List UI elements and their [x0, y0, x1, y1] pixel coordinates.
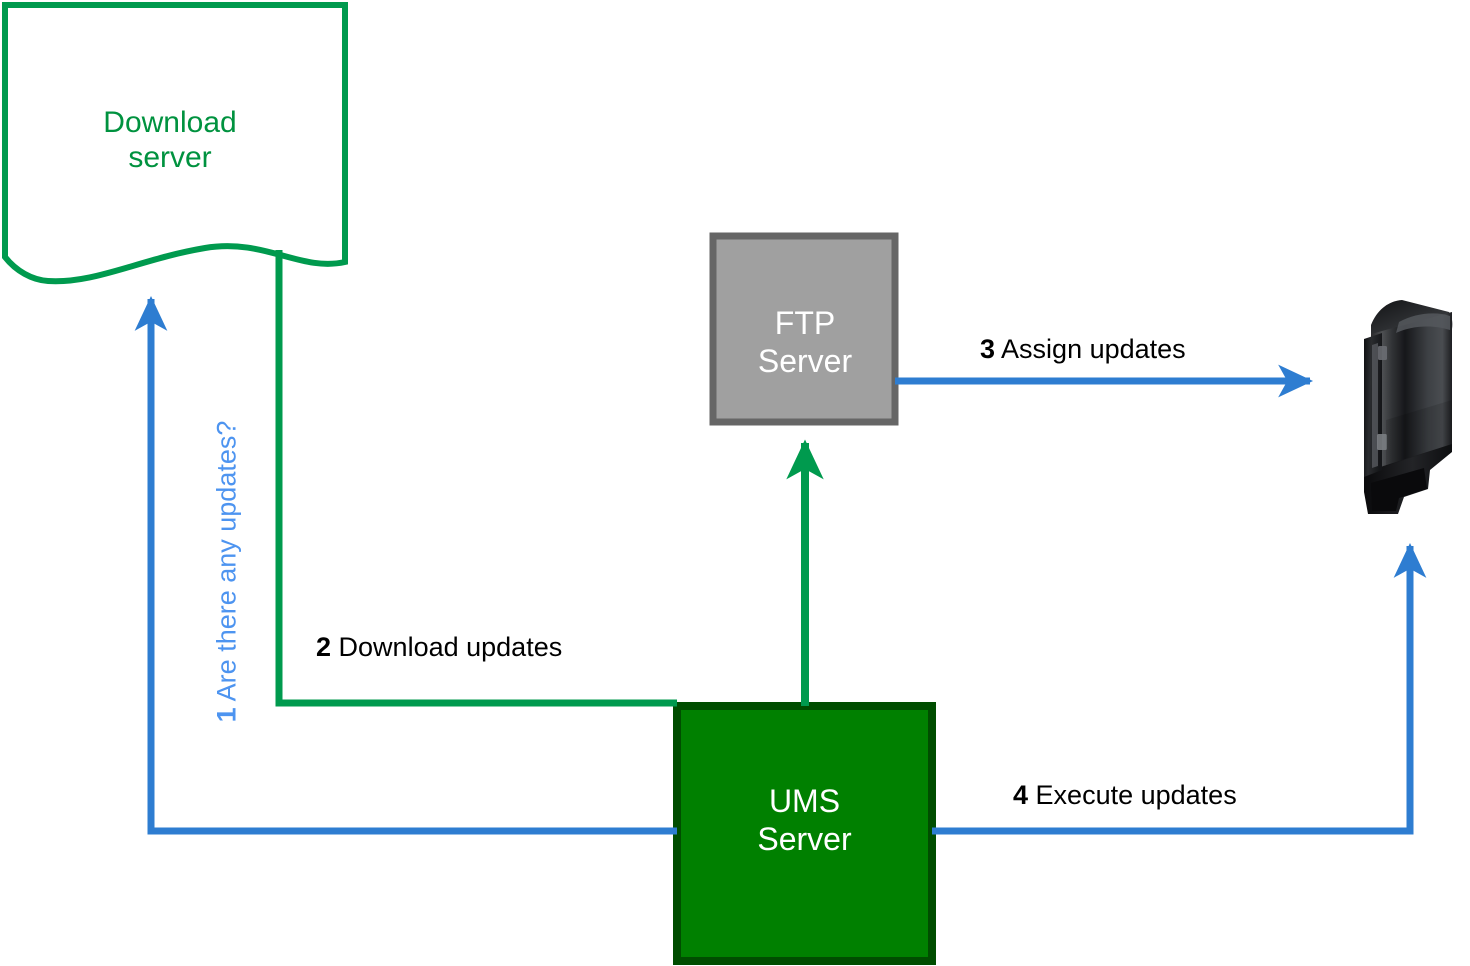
ftp-server-shape — [709, 232, 899, 426]
edge-3-step-number: 3 — [980, 334, 996, 364]
edge-label-are-there-any-updates: 1 Are there any updates? — [212, 402, 243, 742]
edge-label-execute-updates: 4 Execute updates — [1013, 780, 1237, 811]
download-server-shape — [2, 2, 348, 285]
edge-label-download-updates: 2 Download updates — [316, 632, 562, 663]
edge-2-step-text: Download updates — [338, 632, 563, 662]
edge-label-assign-updates: 3 Assign updates — [980, 334, 1186, 365]
edge-2-connector — [275, 250, 677, 707]
edge-1-step-number: 1 — [211, 707, 242, 723]
edge-1-connector — [134, 295, 677, 835]
edge-3-step-text: Assign updates — [1001, 334, 1186, 364]
edge-2-step-number: 2 — [316, 632, 332, 662]
edge-4-step-number: 4 — [1013, 780, 1029, 810]
edge-4-step-text: Execute updates — [1035, 780, 1237, 810]
edge-4-connector — [932, 542, 1427, 835]
thin-client-device-icon — [1364, 300, 1453, 514]
ums-server-shape — [673, 702, 936, 965]
edge-1-step-text: Are there any updates? — [211, 420, 242, 702]
